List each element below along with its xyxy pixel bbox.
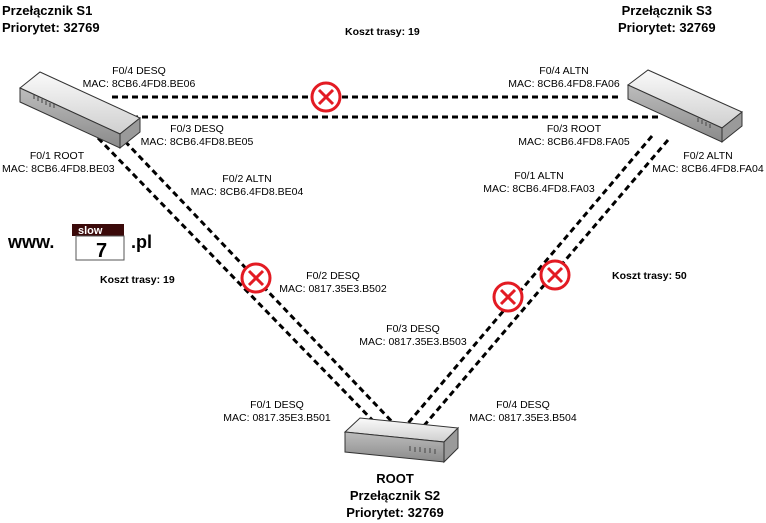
port-label-s2-f03: F0/3 DESQ MAC: 0817.35E3.B503 xyxy=(352,323,474,349)
port-label-s3-f04: F0/4 ALTN MAC: 8CB6.4FD8.FA06 xyxy=(505,65,623,91)
port-mac: MAC: 8CB6.4FD8.BE05 xyxy=(140,136,254,148)
port-name: F0/2 ALTN xyxy=(683,150,733,162)
port-label-s1-f02: F0/2 ALTN MAC: 8CB6.4FD8.BE04 xyxy=(188,173,306,199)
switch-s3-priority: Priorytet: 32769 xyxy=(618,20,716,35)
port-name: F0/4 ALTN xyxy=(539,65,589,77)
blocked-port-icon xyxy=(492,281,524,313)
port-mac: MAC: 8CB6.4FD8.BE04 xyxy=(190,186,304,198)
port-name: F0/4 DESQ xyxy=(112,65,166,77)
blocked-port-icon xyxy=(240,262,272,294)
switch-s1-name: Przełącznik S1 xyxy=(2,3,93,18)
logo-seven: 7 xyxy=(96,240,107,262)
switch-s2-icon xyxy=(343,417,460,464)
port-mac: MAC: 8CB6.4FD8.FA06 xyxy=(508,78,620,90)
switch-s3-icon xyxy=(627,69,743,144)
switch-s2-priority: Priorytet: 32769 xyxy=(346,505,444,520)
switch-s1-icon xyxy=(19,71,141,150)
port-label-s2-f01: F0/1 DESQ MAC: 0817.35E3.B501 xyxy=(216,399,338,425)
port-mac: MAC: 0817.35E3.B504 xyxy=(469,412,577,424)
port-name: F0/3 ROOT xyxy=(546,123,602,135)
link-s3-s2-f01 xyxy=(402,135,654,429)
port-label-s2-f02: F0/2 DESQ MAC: 0817.35E3.B502 xyxy=(272,270,394,296)
port-label-s3-f01: F0/1 ALTN MAC: 8CB6.4FD8.FA03 xyxy=(480,170,598,196)
port-name: F0/3 DESQ xyxy=(170,123,224,135)
path-cost-top: Koszt trasy: 19 xyxy=(345,26,420,38)
port-mac: MAC: 0817.35E3.B501 xyxy=(223,412,331,424)
port-name: F0/1 ALTN xyxy=(514,170,564,182)
port-name: F0/1 ROOT xyxy=(29,150,85,162)
switch-s3-label: Przełącznik S3 Priorytet: 32769 xyxy=(618,2,716,36)
port-mac: MAC: 8CB6.4FD8.FA05 xyxy=(518,136,630,148)
path-cost-left: Koszt trasy: 19 xyxy=(100,274,175,286)
switch-s2-role: ROOT xyxy=(376,471,414,486)
logo-slow: slow xyxy=(78,225,103,237)
blocked-port-icon xyxy=(310,81,342,113)
port-label-s2-f04: F0/4 DESQ MAC: 0817.35E3.B504 xyxy=(462,399,584,425)
switch-s1-label: Przełącznik S1 Priorytet: 32769 xyxy=(2,2,100,36)
port-label-s1-f01: F0/1 ROOT MAC: 8CB6.4FD8.BE03 xyxy=(2,150,115,176)
logo-pl: .pl xyxy=(131,232,152,252)
port-label-s3-f03: F0/3 ROOT MAC: 8CB6.4FD8.FA05 xyxy=(515,123,633,149)
port-mac: MAC: 0817.35E3.B502 xyxy=(279,283,387,295)
switch-s2-name: Przełącznik S2 xyxy=(349,488,441,503)
link-s1-s2-f01 xyxy=(96,136,382,430)
port-mac: MAC: 8CB6.4FD8.FA03 xyxy=(483,183,595,195)
port-name: F0/1 DESQ xyxy=(250,399,304,411)
port-mac: MAC: 0817.35E3.B503 xyxy=(359,336,467,348)
port-name: F0/4 DESQ xyxy=(496,399,550,411)
switch-s3-name: Przełącznik S3 xyxy=(621,3,712,18)
port-name: F0/2 DESQ xyxy=(306,270,360,282)
switch-s1-priority: Priorytet: 32769 xyxy=(2,20,100,35)
port-label-s3-f02: F0/2 ALTN MAC: 8CB6.4FD8.FA04 xyxy=(652,150,764,176)
port-mac: MAC: 8CB6.4FD8.BE06 xyxy=(82,78,196,90)
switch-s2-label: ROOT Przełącznik S2 Priorytet: 32769 xyxy=(340,470,450,521)
slow7-logo: www. slow 7 .pl xyxy=(8,212,168,264)
port-label-s1-f04: F0/4 DESQ MAC: 8CB6.4FD8.BE06 xyxy=(80,65,198,91)
link-s3-s2-f02 xyxy=(420,139,670,429)
logo-mark: slow 7 xyxy=(72,224,125,262)
port-label-s1-f03: F0/3 DESQ MAC: 8CB6.4FD8.BE05 xyxy=(138,123,256,149)
blocked-port-icon xyxy=(539,259,571,291)
port-mac: MAC: 8CB6.4FD8.FA04 xyxy=(652,163,764,175)
port-name: F0/2 ALTN xyxy=(222,173,272,185)
logo-www: www. xyxy=(8,232,55,252)
port-name: F0/3 DESQ xyxy=(386,323,440,335)
path-cost-right: Koszt trasy: 50 xyxy=(612,270,687,282)
port-mac: MAC: 8CB6.4FD8.BE03 xyxy=(2,163,115,175)
